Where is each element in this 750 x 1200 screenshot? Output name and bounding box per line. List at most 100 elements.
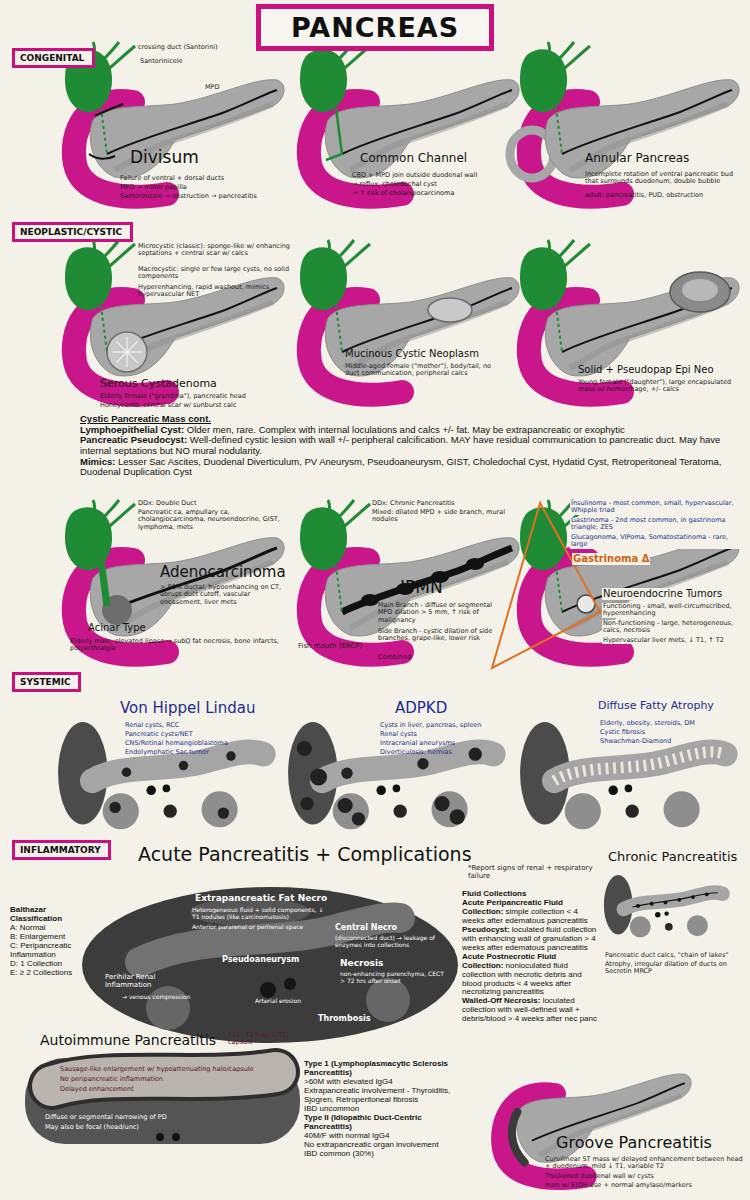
text-paragraph: Balthazar Classification (10, 906, 78, 924)
cyst (109, 802, 120, 813)
panel-title: Mucinous Cystic Neoplasm (345, 348, 479, 360)
title-text: PANCREAS (291, 12, 459, 43)
cyst (218, 807, 229, 818)
handwritten-note: Microcystic (classic): sponge-like w/ en… (138, 243, 298, 258)
panel-title: Neuroendocrine Tumors (602, 588, 723, 600)
spen-mass-core (682, 279, 718, 301)
central-scar (126, 352, 127, 367)
handwritten-note: Young female ("daughter"), large encapsu… (578, 379, 743, 394)
aorta (394, 805, 407, 818)
handwritten-note: → ↑ risk of cholangiocarcinoma (352, 190, 502, 197)
pancreas-shade (350, 104, 508, 170)
handwritten-note: Thickened duodenal wall w/ cysts (545, 1173, 743, 1180)
pancreas-shade (115, 104, 273, 170)
handwritten-note: Honeycomb, central scar w/ sunburst calc (100, 402, 290, 409)
title-box: PANCREAS (256, 4, 494, 51)
cyst (179, 761, 189, 771)
blue-note: Glucagonoma, VIPoma, Somatostatinoma - r… (570, 534, 744, 549)
pancreatic-duct (342, 90, 512, 154)
vessel (655, 912, 661, 918)
cyst (434, 796, 449, 811)
typed-term: Type 1 (Lymphoplasmacytic Sclerosis Panc… (304, 1059, 448, 1077)
duct-calcification (664, 901, 668, 905)
central-scar (127, 341, 138, 352)
central-scar (116, 341, 127, 352)
abdomen-section (82, 887, 458, 1043)
handwritten-note: crossing duct (Santorini) (138, 44, 248, 51)
bile-duct (105, 46, 135, 72)
duct-dilation (361, 594, 379, 606)
vessel (156, 1133, 164, 1141)
handwritten-note: DDx: Chronic Pancreatitis (372, 500, 512, 507)
white-note: non-enhancing parenchyma, CECT > 72 hrs … (340, 971, 445, 985)
bile-duct (560, 244, 590, 270)
typed-term: Mimics: (80, 456, 115, 467)
section-header: CONGENITAL (12, 48, 95, 68)
white-label: Necrosis (340, 958, 383, 968)
cyst (352, 812, 365, 825)
axial-section-illustration (604, 875, 723, 937)
cyst (341, 768, 352, 779)
bile-duct (548, 240, 550, 258)
text-paragraph: C: Peripancreatic Inflammation (10, 942, 78, 960)
pancreas (545, 278, 739, 376)
blue-note: Elderly, obesity, steroids, DM (600, 720, 740, 727)
pancreas (325, 80, 519, 178)
handwritten-note: → reflux, choledochal cyst (352, 181, 502, 188)
typed-term: Pancreatic Pseudocyst: (80, 434, 187, 445)
white-note: Diffuse or segmental narrowing of PD (45, 1114, 285, 1121)
typed-note: IBD uncommon (304, 1104, 359, 1113)
text-paragraph: D: 1 Collection (10, 960, 78, 969)
pancreas-illustration (300, 500, 519, 655)
typed-term: Walled-Off Necrosis: (462, 996, 540, 1005)
central-scar (127, 351, 142, 352)
kidney (565, 793, 601, 829)
text-paragraph: Cystic Pancreatic Mass cont. (80, 414, 725, 425)
axial-section-illustration (58, 722, 263, 829)
white-label: Extrapancreatic Fat Necro (195, 893, 327, 903)
text-paragraph: Fluid Collections (462, 890, 600, 899)
cyst (300, 797, 313, 810)
duct-calcification (691, 895, 695, 899)
pancreas (545, 80, 739, 178)
blue-note: Renal cysts, RCC (125, 722, 275, 729)
handwritten-note: Pancreatic duct calcs, "chain of lakes" (605, 952, 745, 959)
typed-note: A: Normal (10, 923, 46, 932)
handwritten-note: Fish mouth (ERCP) (298, 642, 362, 650)
aorta (164, 805, 177, 818)
vessel (393, 785, 401, 793)
pancreas-shade (570, 104, 728, 170)
typed-note: IBD common (30%) (304, 1149, 374, 1158)
text-paragraph: Walled-Off Necrosis:loculated collection… (462, 997, 600, 1024)
handwritten-note: > 80% ductal, hypoenhancing on CT, abrup… (160, 584, 288, 606)
bile-duct (340, 504, 370, 530)
blue-note: Diverticulosis, hernias (380, 749, 520, 756)
text-block: Balthazar ClassificationA: NormalB: Enla… (10, 906, 78, 978)
pancreas (554, 752, 725, 781)
text-paragraph: Pseudocyst:loculated fluid collection wi… (462, 926, 600, 953)
text-paragraph: B: Enlargement (10, 933, 78, 942)
kidney (103, 793, 139, 829)
typed-note: C: Peripancreatic Inflammation (10, 941, 71, 959)
cyst (417, 758, 428, 769)
text-paragraph: No extrapancreatic organ involvement (304, 1141, 469, 1150)
cyst (450, 809, 465, 824)
handwritten-note: Macrocystic: single or few large cysts, … (138, 266, 298, 281)
handwritten-note: Elderly female ("grandma"), pancreatic h… (100, 393, 290, 400)
white-note: Anterior pararenal or perirenal space (192, 924, 327, 931)
vessel (163, 785, 171, 793)
typed-note: 40M/F with normal IgG4 (304, 1131, 389, 1140)
typed-note: Lesser Sac Ascites, Duodenal Diverticulu… (80, 456, 721, 478)
typed-term: Cystic Pancreatic Mass cont. (80, 413, 211, 424)
handwritten-note: *Report signs of renal + respiratory fai… (468, 864, 593, 880)
handwritten-note: Side Branch - cystic dilation of side br… (378, 628, 498, 643)
typed-term: Balthazar Classification (10, 905, 62, 923)
section-header-text: NEOPLASTIC/CYSTIC (20, 227, 122, 237)
typed-note: Older men, rare. Complex with internal l… (187, 424, 625, 435)
common-bile-duct (556, 306, 562, 352)
aorta (626, 805, 639, 818)
white-note: Heterogeneous fluid + solid components, … (192, 907, 327, 921)
typed-note: No extrapancreatic organ involvement (304, 1140, 439, 1149)
blue-note: Pancreatic cysts/NET (125, 731, 275, 738)
handwritten-note: Combined (378, 654, 411, 661)
